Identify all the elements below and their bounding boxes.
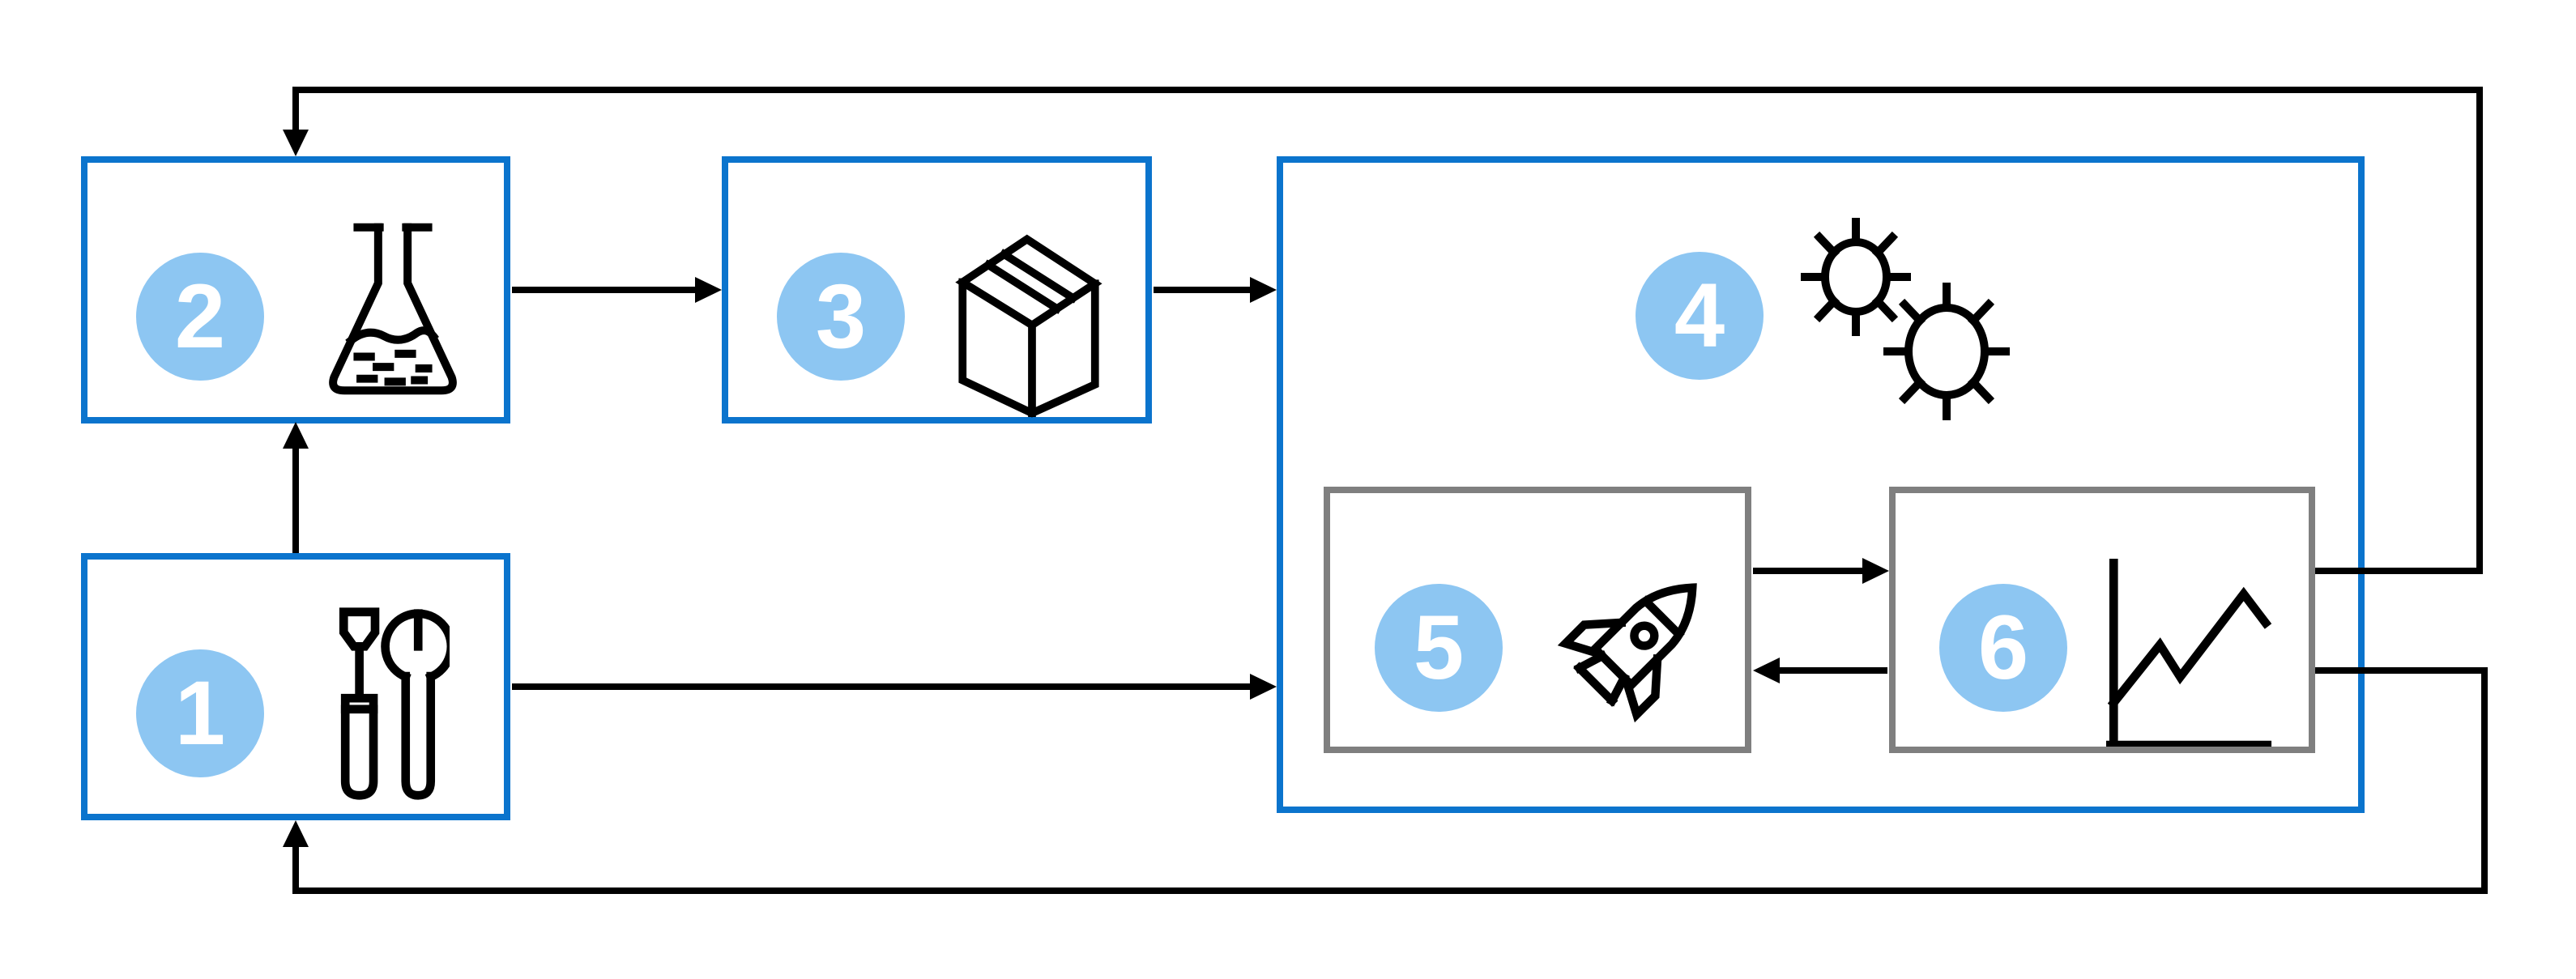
- arrow-3-to-4: [1154, 277, 1277, 303]
- flask-icon: [329, 223, 457, 395]
- step-number-badge-5: 5: [1375, 584, 1503, 712]
- arrow-1-to-4: [512, 674, 1277, 700]
- step-number-2: 2: [174, 266, 226, 367]
- arrow-1-to-2: [283, 422, 309, 553]
- step-number-badge-2: 2: [136, 253, 264, 381]
- step-number-badge-3: 3: [777, 253, 905, 381]
- line-chart-icon: [2106, 559, 2272, 747]
- rocket-icon: [1557, 583, 1697, 723]
- step-number-3: 3: [815, 266, 867, 367]
- step-number-badge-6: 6: [1939, 584, 2067, 712]
- screwdriver-wrench-icon: [339, 607, 450, 800]
- step-number-6: 6: [1977, 597, 2029, 698]
- step-number-badge-1: 1: [136, 649, 264, 777]
- step-number-4: 4: [1674, 265, 1725, 366]
- step-number-5: 5: [1413, 597, 1465, 698]
- microbes-icon: [1801, 218, 2010, 420]
- step-number-1: 1: [174, 662, 226, 764]
- arrow-2-to-3: [512, 277, 722, 303]
- package-box-icon: [955, 234, 1102, 418]
- step-number-badge-4: 4: [1636, 252, 1764, 380]
